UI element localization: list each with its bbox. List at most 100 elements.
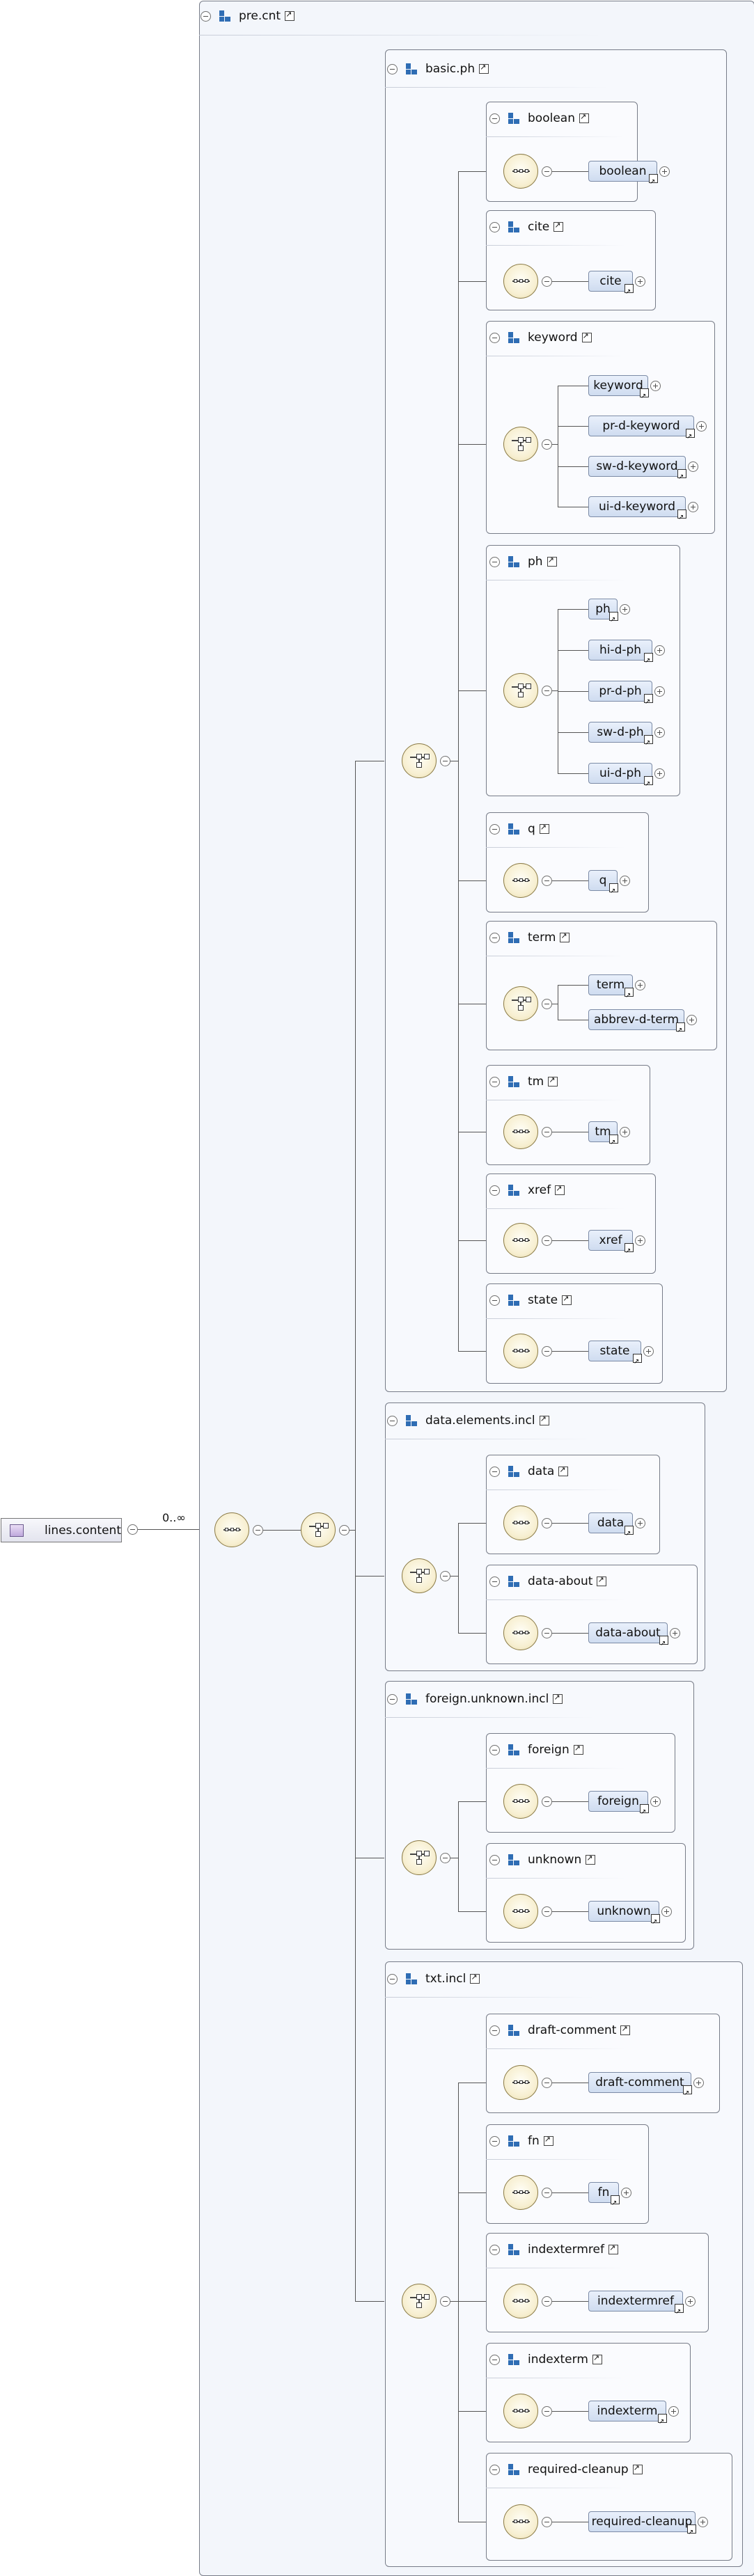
element-xref[interactable]: xref [588, 1230, 634, 1261]
collapse-icon[interactable] [542, 2188, 552, 2198]
collapse-icon[interactable] [440, 1571, 450, 1581]
reference-link-icon[interactable] [651, 1913, 660, 1932]
collapse-icon[interactable] [489, 1466, 500, 1477]
collapse-icon[interactable] [489, 1295, 500, 1306]
collapse-icon[interactable] [489, 2464, 500, 2475]
expand-icon[interactable] [686, 1015, 697, 1025]
expand-icon[interactable] [688, 461, 698, 472]
collapse-icon[interactable] [489, 1854, 500, 1865]
element-required-cleanup[interactable]: required-cleanup [588, 2511, 696, 2543]
element-fn[interactable]: fn [588, 2182, 620, 2213]
element-ph[interactable]: ph [588, 599, 618, 630]
reference-link-icon[interactable] [644, 734, 653, 753]
reference-link-icon[interactable] [539, 1414, 549, 1425]
reference-link-icon[interactable] [625, 1524, 634, 1544]
reference-link-icon[interactable] [592, 2353, 602, 2364]
collapse-icon[interactable] [542, 166, 552, 177]
expand-icon[interactable] [650, 1796, 661, 1807]
root-element-lines-content[interactable]: lines.content [1, 1518, 122, 1542]
reference-link-icon[interactable] [687, 2523, 696, 2543]
expand-icon[interactable] [661, 1906, 672, 1917]
reference-link-icon[interactable] [609, 882, 618, 901]
element-indextermref[interactable]: indextermref [588, 2291, 684, 2322]
reference-link-icon[interactable] [539, 823, 549, 834]
reference-link-icon[interactable] [608, 2243, 618, 2254]
expand-icon[interactable] [620, 876, 630, 886]
collapse-icon[interactable] [387, 1973, 398, 1984]
expand-icon[interactable] [668, 2406, 679, 2417]
element-q[interactable]: q [588, 870, 618, 901]
reference-link-icon[interactable] [560, 931, 570, 942]
collapse-icon[interactable] [387, 1415, 398, 1426]
expand-icon[interactable] [654, 645, 665, 656]
expand-icon[interactable] [696, 421, 707, 432]
reference-link-icon[interactable] [479, 63, 489, 74]
reference-link-icon[interactable] [562, 1294, 572, 1305]
element-sw-d-keyword[interactable]: sw-d-keyword [588, 456, 686, 487]
collapse-icon[interactable] [542, 1346, 552, 1357]
reference-link-icon[interactable] [677, 468, 686, 487]
reference-link-icon[interactable] [676, 1021, 685, 1041]
collapse-icon[interactable] [489, 823, 500, 835]
element-draft-comment[interactable]: draft-comment [588, 2072, 692, 2103]
element-sw-d-ph[interactable]: sw-d-ph [588, 722, 653, 753]
collapse-icon[interactable] [542, 1235, 552, 1246]
reference-link-icon[interactable] [573, 1744, 583, 1755]
collapse-icon[interactable] [542, 276, 552, 287]
expand-icon[interactable] [621, 2188, 631, 2198]
element-cite[interactable]: cite [588, 271, 634, 302]
collapse-icon[interactable] [489, 1744, 500, 1755]
collapse-root-icon[interactable] [127, 1524, 138, 1535]
collapse-icon[interactable] [489, 932, 500, 943]
collapse-icon[interactable] [489, 332, 500, 343]
expand-icon[interactable] [635, 1518, 645, 1528]
reference-link-icon[interactable] [553, 1693, 563, 1704]
element-state[interactable]: state [588, 1341, 642, 1372]
reference-link-icon[interactable] [581, 331, 592, 342]
reference-link-icon[interactable] [558, 1465, 569, 1476]
collapse-icon[interactable] [489, 1185, 500, 1196]
reference-link-icon[interactable] [633, 1352, 642, 1372]
element-unknown[interactable]: unknown [588, 1901, 660, 1932]
reference-link-icon[interactable] [543, 2135, 553, 2146]
reference-link-icon[interactable] [640, 387, 649, 406]
collapse-icon[interactable] [489, 2025, 500, 2036]
collapse-icon[interactable] [542, 686, 552, 696]
collapse-icon[interactable] [440, 1853, 450, 1863]
element-tm[interactable]: tm [588, 1121, 618, 1153]
element-term[interactable]: term [588, 974, 634, 1006]
reference-link-icon[interactable] [632, 2463, 643, 2474]
element-hi-d-ph[interactable]: hi-d-ph [588, 640, 653, 671]
element-data[interactable]: data [588, 1512, 634, 1544]
expand-icon[interactable] [698, 2517, 708, 2527]
collapse-icon[interactable] [542, 1906, 552, 1917]
reference-link-icon[interactable] [658, 2412, 667, 2432]
collapse-icon[interactable] [253, 1525, 263, 1535]
expand-icon[interactable] [620, 1127, 630, 1137]
collapse-icon[interactable] [387, 1693, 398, 1705]
collapse-icon[interactable] [489, 2244, 500, 2255]
collapse-icon[interactable] [440, 756, 450, 766]
collapse-icon[interactable] [542, 2406, 552, 2417]
collapse-icon[interactable] [542, 2078, 552, 2088]
element-foreign[interactable]: foreign [588, 1791, 649, 1822]
collapse-icon[interactable] [542, 1628, 552, 1638]
collapse-icon[interactable] [489, 2135, 500, 2147]
reference-link-icon[interactable] [644, 775, 653, 794]
reference-link-icon[interactable] [579, 112, 589, 123]
element-keyword[interactable]: keyword [588, 375, 649, 406]
expand-icon[interactable] [620, 604, 630, 615]
expand-icon[interactable] [654, 686, 665, 697]
collapse-icon[interactable] [489, 556, 500, 567]
reference-link-icon[interactable] [609, 1133, 618, 1153]
collapse-icon[interactable] [201, 10, 211, 22]
expand-icon[interactable] [693, 2078, 704, 2088]
collapse-icon[interactable] [542, 1518, 552, 1528]
element-indexterm[interactable]: indexterm [588, 2401, 667, 2432]
reference-link-icon[interactable] [686, 427, 695, 447]
expand-icon[interactable] [650, 381, 661, 391]
collapse-icon[interactable] [387, 63, 398, 74]
collapse-icon[interactable] [542, 2296, 552, 2307]
element-ui-d-keyword[interactable]: ui-d-keyword [588, 496, 686, 528]
reference-link-icon[interactable] [640, 1803, 649, 1822]
